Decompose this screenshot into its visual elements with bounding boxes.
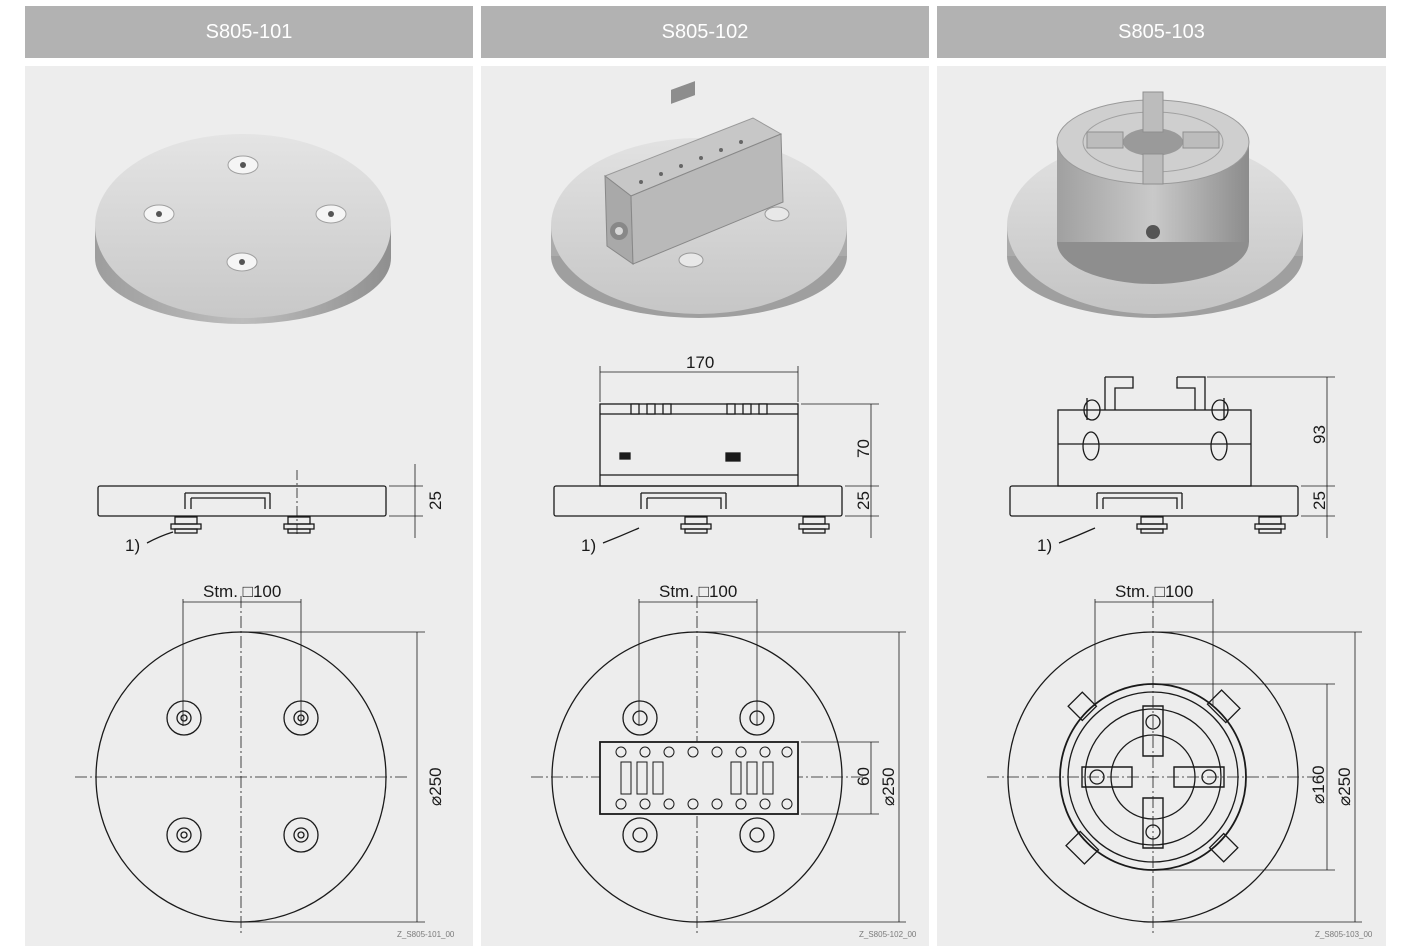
top-view: [987, 596, 1362, 936]
column-title: S805-102: [661, 20, 749, 43]
column-title: S805-101: [205, 20, 293, 43]
product-photo: [551, 81, 847, 318]
drawing-code: Z_S805-103_00: [1315, 930, 1373, 939]
panel-s805-103: 93 25 1) Stm. □100 ⌀160 ⌀250 Z_S805-103_…: [937, 66, 1386, 946]
top-view: [531, 596, 906, 936]
footnote-label: 1): [125, 536, 140, 555]
drawing-s805-103: 93 25 1) Stm. □100 ⌀160 ⌀250 Z_S805-103_…: [987, 91, 1373, 939]
drawing-code: Z_S805-102_00: [859, 930, 917, 939]
top-view: [75, 596, 425, 936]
panel-s805-101: 1) 25 Stm. □100 ⌀250 Z_S805-101_00: [25, 66, 473, 946]
dimension-height: 25: [854, 491, 873, 510]
column-header-1: S805-101: [25, 6, 473, 58]
footnote-label: 1): [581, 536, 596, 555]
drawing-s805-102: 170 70 25 1) Stm. □100 60 ⌀250 Z_S805-10…: [531, 81, 917, 939]
dimension-diameter: ⌀250: [426, 767, 445, 806]
dimension-vise-height: 70: [854, 439, 873, 458]
dimension-width: 170: [686, 353, 714, 372]
product-photo: [95, 134, 391, 324]
dimension-diameter: ⌀250: [1335, 767, 1354, 806]
side-view: [553, 366, 879, 544]
side-view: [1009, 376, 1335, 544]
stm-label: Stm. □100: [1115, 582, 1193, 601]
dimension-chuck-height: 93: [1310, 425, 1329, 444]
drawing-code: Z_S805-101_00: [397, 930, 455, 939]
stm-label: Stm. □100: [203, 582, 281, 601]
dimension-height: 25: [426, 491, 445, 510]
product-photo: [1007, 91, 1303, 318]
column-header-3: S805-103: [937, 6, 1386, 58]
footnote-label: 1): [1037, 536, 1052, 555]
dimension-chuck-diameter: ⌀160: [1309, 765, 1328, 804]
dimension-vise-width: 60: [854, 767, 873, 786]
drawing-s805-101: 1) 25 Stm. □100 ⌀250 Z_S805-101_00: [75, 134, 455, 939]
dimension-diameter: ⌀250: [879, 767, 898, 806]
stm-label: Stm. □100: [659, 582, 737, 601]
panel-s805-102: 170 70 25 1) Stm. □100 60 ⌀250 Z_S805-10…: [481, 66, 929, 946]
side-view: [97, 464, 423, 544]
dimension-height: 25: [1310, 491, 1329, 510]
column-title: S805-103: [1118, 20, 1205, 43]
column-header-2: S805-102: [481, 6, 929, 58]
